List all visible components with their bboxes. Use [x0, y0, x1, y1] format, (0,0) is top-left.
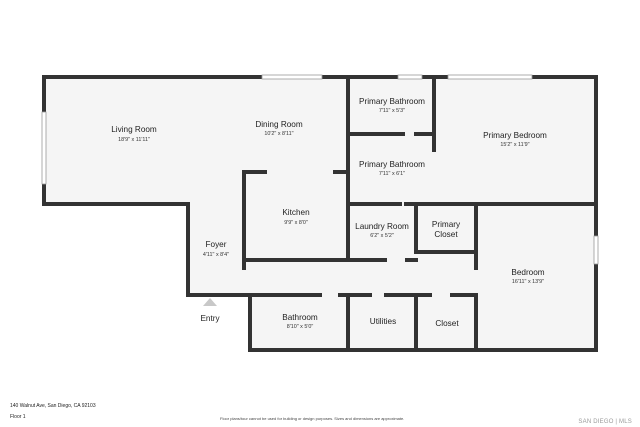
room-label-foyer: Foyer 4'11" x 8'4" [203, 240, 229, 258]
svg-text:Kitchen: Kitchen [282, 208, 310, 217]
room-label-primary-bathroom-upper: Primary Bathroom 7'11" x 5'3" [359, 97, 425, 114]
room-label-laundry-room: Laundry Room 6'2" x 5'2" [355, 222, 409, 239]
windows [41, 74, 599, 265]
window [593, 235, 599, 265]
svg-text:7'11" x 6'1": 7'11" x 6'1" [379, 171, 405, 177]
room-label-bathroom: Bathroom 8'10" x 5'0" [282, 313, 318, 330]
entry-label: Entry [200, 314, 220, 323]
svg-text:Primary Bathroom: Primary Bathroom [359, 97, 425, 106]
svg-text:Primary Bedroom: Primary Bedroom [483, 131, 547, 140]
svg-text:9'9" x 8'0": 9'9" x 8'0" [284, 220, 308, 226]
floor-label: Floor 1 [10, 414, 26, 420]
svg-text:Foyer: Foyer [206, 240, 227, 249]
interior-wall [450, 293, 478, 352]
walls [42, 75, 598, 352]
svg-text:15'2" x 11'9": 15'2" x 11'9" [500, 142, 529, 148]
svg-text:18'9" x 11'11": 18'9" x 11'11" [118, 137, 150, 143]
room-label-dining-room: Dining Room 10'2" x 8'11" [255, 120, 303, 137]
svg-text:Laundry Room: Laundry Room [355, 222, 409, 231]
window [447, 74, 533, 80]
svg-text:Bathroom: Bathroom [282, 313, 318, 322]
svg-text:6'2" x 5'2": 6'2" x 5'2" [370, 233, 394, 239]
room-label-kitchen: Kitchen 9'9" x 8'0" [282, 208, 310, 226]
svg-text:Bedroom: Bedroom [511, 268, 544, 277]
brand-logo: SAN DIEGO | MLS [578, 419, 632, 425]
svg-text:8'10" x 5'0": 8'10" x 5'0" [287, 324, 314, 330]
svg-text:Dining Room: Dining Room [255, 120, 303, 129]
entry-arrow-icon [203, 298, 217, 306]
svg-text:Closet: Closet [435, 319, 459, 328]
room-label-primary-bedroom: Primary Bedroom 15'2" x 11'9" [483, 131, 547, 148]
svg-text:10'2" x 8'11": 10'2" x 8'11" [264, 131, 293, 137]
room-label-utilities: Utilities [370, 317, 396, 326]
svg-text:Living Room: Living Room [111, 125, 157, 134]
disclaimer-text: Floor plans/tour cannot be used for buil… [220, 416, 405, 421]
room-name-line: Primary [432, 220, 461, 229]
svg-text:4'11" x 8'4": 4'11" x 8'4" [203, 252, 229, 258]
room-label-primary-bathroom-lower: Primary Bathroom 7'11" x 6'1" [359, 160, 425, 177]
window [41, 111, 47, 185]
room-label-living-room: Living Room 18'9" x 11'11" [111, 125, 157, 143]
svg-text:Primary Bathroom: Primary Bathroom [359, 160, 425, 169]
svg-text:Utilities: Utilities [370, 317, 396, 326]
svg-text:16'11" x 13'9": 16'11" x 13'9" [512, 279, 544, 285]
floor-area [44, 77, 596, 350]
room-name-line: Closet [434, 230, 458, 239]
window [261, 74, 323, 80]
window [397, 74, 423, 80]
property-address: 140 Walnut Ave, San Diego, CA 92103 [10, 403, 96, 409]
room-label-closet: Closet [435, 319, 459, 328]
svg-text:7'11" x 5'3": 7'11" x 5'3" [379, 108, 405, 114]
room-label-bedroom: Bedroom 16'11" x 13'9" [511, 268, 544, 285]
interior-wall [242, 170, 350, 262]
